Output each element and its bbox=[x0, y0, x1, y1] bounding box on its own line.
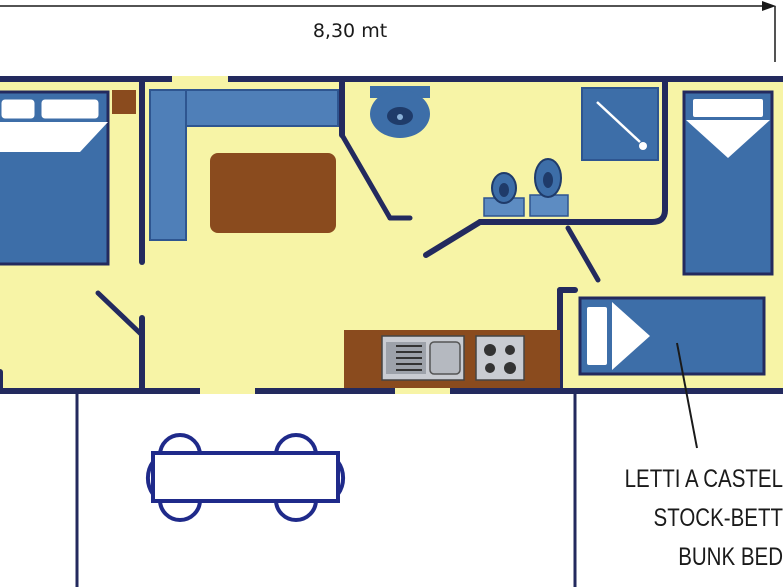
door-opening-bottom bbox=[200, 388, 255, 394]
door-leaves bbox=[95, 132, 601, 338]
kitchen-counter bbox=[344, 330, 560, 388]
wash-basins bbox=[483, 158, 569, 217]
shower bbox=[581, 87, 659, 161]
terrace bbox=[75, 394, 577, 587]
toilet bbox=[370, 86, 430, 138]
bunk-bed-label-italian: LETTI A CASTEL bbox=[624, 465, 783, 493]
bunk-bed-leader-line bbox=[676, 342, 698, 449]
window-top bbox=[172, 76, 228, 82]
outdoor-dining-set bbox=[145, 433, 346, 522]
bunk-bed-label-german: STOCK-BETT bbox=[653, 504, 783, 532]
interior-walls bbox=[0, 79, 668, 393]
l-shaped-sofa bbox=[149, 89, 339, 241]
dimension-arrow bbox=[0, 1, 776, 62]
bunk-bed bbox=[578, 296, 766, 376]
coffee-table bbox=[210, 153, 336, 233]
outer-walls bbox=[0, 76, 783, 394]
window-bottom bbox=[395, 388, 450, 394]
single-bed bbox=[682, 90, 774, 276]
nightstand bbox=[112, 90, 136, 114]
length-dimension-label: 8,30 mt bbox=[312, 20, 388, 42]
bunk-bed-label-english: BUNK BED bbox=[678, 543, 783, 571]
double-bed bbox=[0, 90, 110, 266]
